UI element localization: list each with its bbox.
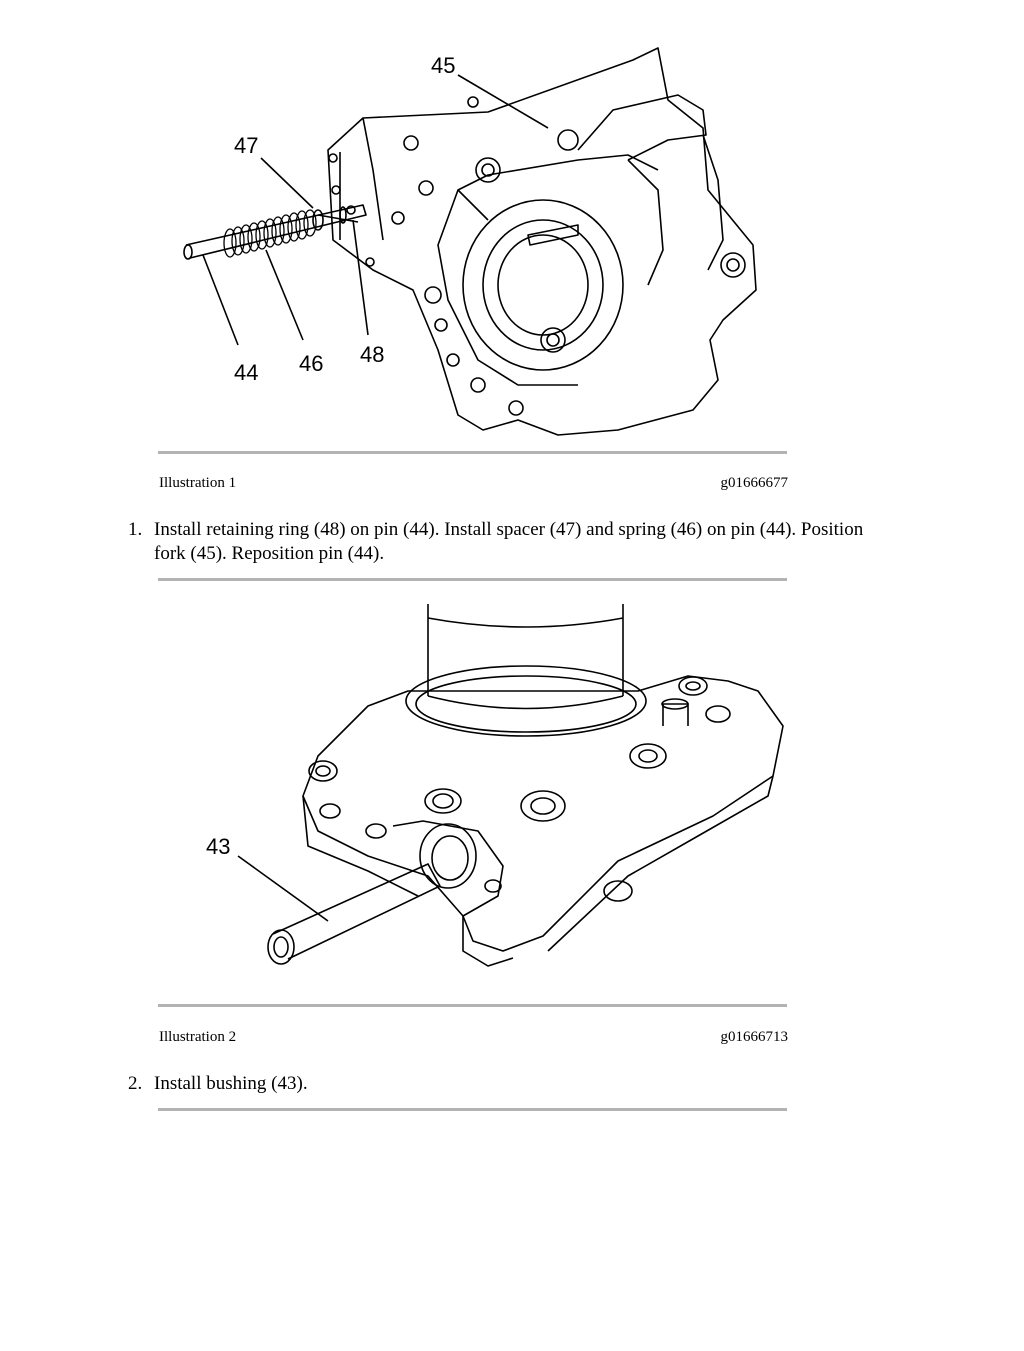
step-2-text: Install bushing (43). <box>154 1073 308 1094</box>
illustration-2-figure: 43 <box>158 596 788 996</box>
divider-rule <box>158 451 787 454</box>
illustration-1-figure: 45 47 44 46 48 <box>158 40 788 440</box>
step-1-number: 1. <box>128 519 143 540</box>
callout-46: 46 <box>299 351 323 376</box>
callout-45: 45 <box>431 53 455 78</box>
divider-rule <box>158 1004 787 1007</box>
callout-44: 44 <box>234 360 258 385</box>
illustration-2-caption: Illustration 2 <box>159 1029 237 1045</box>
illustration-2-drawing: 43 <box>206 604 784 967</box>
step-1-text: Install retaining ring (48) on pin (44).… <box>154 519 864 564</box>
callout-43: 43 <box>206 834 230 859</box>
illustration-1-code: g01666677 <box>720 475 789 491</box>
illustration-2-code: g01666713 <box>720 1029 789 1045</box>
illustration-1-caption: Illustration 1 <box>159 475 237 491</box>
divider-rule <box>158 578 787 581</box>
callout-48: 48 <box>360 342 384 367</box>
step-2-number: 2. <box>128 1073 143 1094</box>
divider-rule <box>158 1108 787 1111</box>
illustration-1-drawing: 45 47 44 46 48 <box>183 47 757 436</box>
callout-47: 47 <box>234 133 258 158</box>
